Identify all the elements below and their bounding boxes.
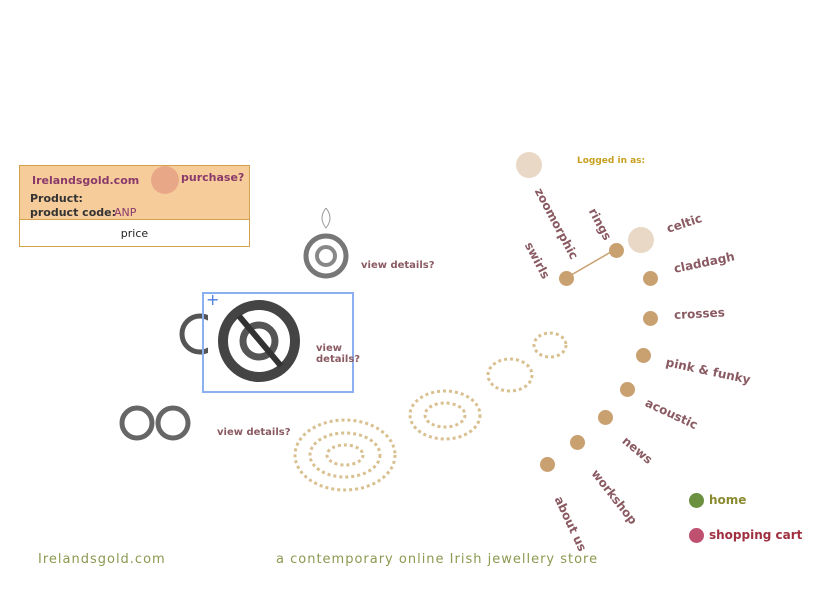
view-details-link-2[interactable]: view details?	[316, 343, 361, 365]
home-dot[interactable]	[689, 493, 704, 508]
celtic-dot[interactable]	[628, 227, 654, 253]
pink-funky-dot[interactable]	[636, 348, 651, 363]
nav-about-us[interactable]: about us	[551, 494, 590, 554]
nav-news[interactable]: news	[619, 433, 656, 467]
zoomorphic-dot[interactable]	[516, 152, 542, 178]
zoom-preview[interactable]: + view details?	[202, 290, 360, 393]
purchase-circle-icon	[151, 166, 179, 194]
footer-tagline: a contemporary online Irish jewellery st…	[276, 552, 599, 567]
product-code-label: product code:	[30, 206, 116, 219]
bracelet-image[interactable]	[115, 402, 197, 444]
price: price	[120, 227, 149, 240]
about-dot[interactable]	[540, 457, 555, 472]
home-link[interactable]: home	[709, 493, 747, 507]
shopping-cart-link[interactable]: shopping cart	[709, 528, 803, 542]
fingerprint-decoration	[293, 331, 568, 492]
nav-pink-funky[interactable]: pink & funky	[664, 355, 752, 387]
swirls-dot[interactable]	[559, 271, 574, 286]
nav-claddagh[interactable]: claddagh	[672, 249, 736, 276]
product-code: ANP	[114, 206, 137, 219]
acoustic-dot[interactable]	[620, 382, 635, 397]
rings-dot[interactable]	[609, 243, 624, 258]
product-label: Product:	[30, 192, 83, 205]
site-name: Irelandsgold.com	[32, 174, 140, 187]
view-details-link-1[interactable]: view details?	[361, 260, 435, 271]
nav-swirls[interactable]: swirls	[521, 239, 553, 282]
claddagh-dot[interactable]	[643, 271, 658, 286]
connector-line	[565, 248, 617, 279]
plus-icon: +	[206, 290, 220, 309]
news-dot[interactable]	[598, 410, 613, 425]
cart-dot[interactable]	[689, 528, 704, 543]
nav-crosses[interactable]: crosses	[673, 305, 726, 322]
nav-workshop[interactable]: workshop	[588, 466, 640, 528]
workshop-dot[interactable]	[570, 435, 585, 450]
logged-in-label: Logged in as:	[577, 156, 646, 166]
nav-celtic[interactable]: celtic	[664, 211, 704, 236]
footer-brand: Irelandsgold.com	[38, 552, 166, 567]
crosses-dot[interactable]	[643, 311, 658, 326]
nav-rings[interactable]: rings	[585, 205, 615, 243]
product-panel: Irelandsgold.com purchase? Product: prod…	[19, 165, 250, 247]
brooch-thumbnail[interactable]	[178, 308, 208, 360]
brooch-zoom-image	[218, 300, 300, 382]
purchase-link[interactable]: purchase?	[181, 171, 245, 184]
pendant-image[interactable]	[296, 208, 356, 280]
view-details-link-3[interactable]: view details?	[217, 427, 291, 438]
nav-acoustic[interactable]: acoustic	[643, 395, 700, 433]
